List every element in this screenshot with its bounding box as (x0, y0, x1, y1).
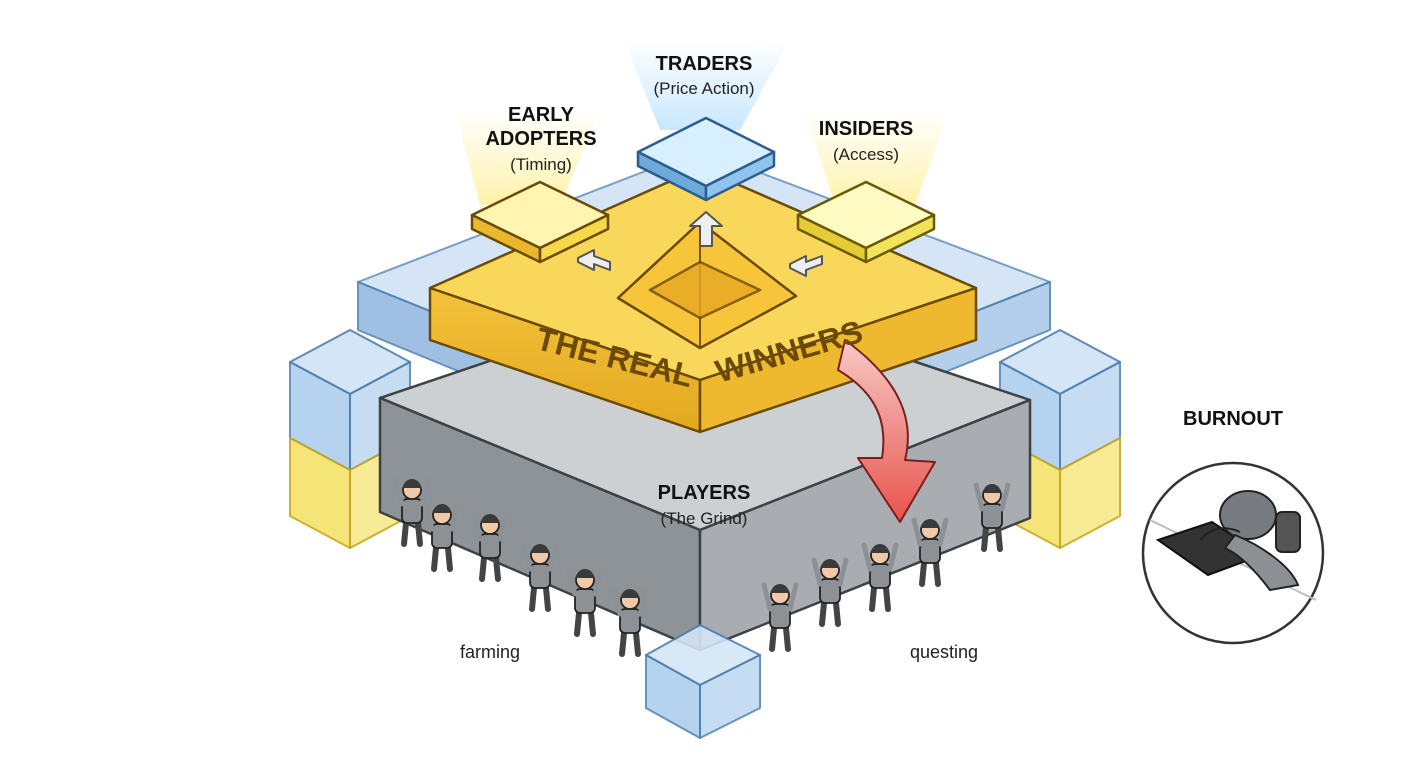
worker-figure-icon (861, 542, 899, 612)
worker-figure-icon (911, 517, 949, 587)
worker-figure-icon (521, 542, 559, 612)
farming-label: farming (460, 642, 520, 662)
burnout-title: BURNOUT (1183, 408, 1283, 430)
worker-figure-icon (566, 567, 604, 637)
tile-traders (636, 116, 776, 202)
worker-figure-icon (423, 502, 461, 572)
worker-figure-icon (973, 482, 1011, 552)
players-subtitle: (The Grind) (661, 509, 748, 528)
flow-arrows (577, 211, 823, 277)
tile-early-adopters (470, 180, 610, 264)
drain-arrow (837, 339, 936, 523)
burnout-illustration (1141, 461, 1325, 645)
bottom-cube (645, 624, 761, 739)
worker-figure-icon (393, 477, 431, 547)
labels: TRADERS (Price Action) EARLY ADOPTERS (T… (460, 53, 1283, 662)
insiders-title: INSIDERS (819, 118, 913, 140)
players-title: PLAYERS (658, 482, 751, 504)
traders-title: TRADERS (656, 53, 753, 75)
winners-layer (428, 166, 978, 434)
insiders-subtitle: (Access) (833, 145, 899, 164)
worker-figure-icon (471, 512, 509, 582)
early-adopters-title-line-2: ADOPTERS (485, 128, 596, 150)
worker-figure-icon (811, 557, 849, 627)
worker-figure-icon (611, 587, 649, 657)
early-adopters-subtitle: (Timing) (510, 155, 572, 174)
worker-figure-icon (761, 582, 799, 652)
early-adopters-title-line-1: EARLY (508, 104, 575, 126)
players-crowd (393, 477, 1011, 657)
questing-label: questing (910, 642, 978, 662)
exhausted-person-icon (1199, 490, 1301, 592)
glow-beams (455, 40, 950, 205)
traders-subtitle: (Price Action) (653, 79, 754, 98)
tile-insiders (796, 180, 936, 264)
